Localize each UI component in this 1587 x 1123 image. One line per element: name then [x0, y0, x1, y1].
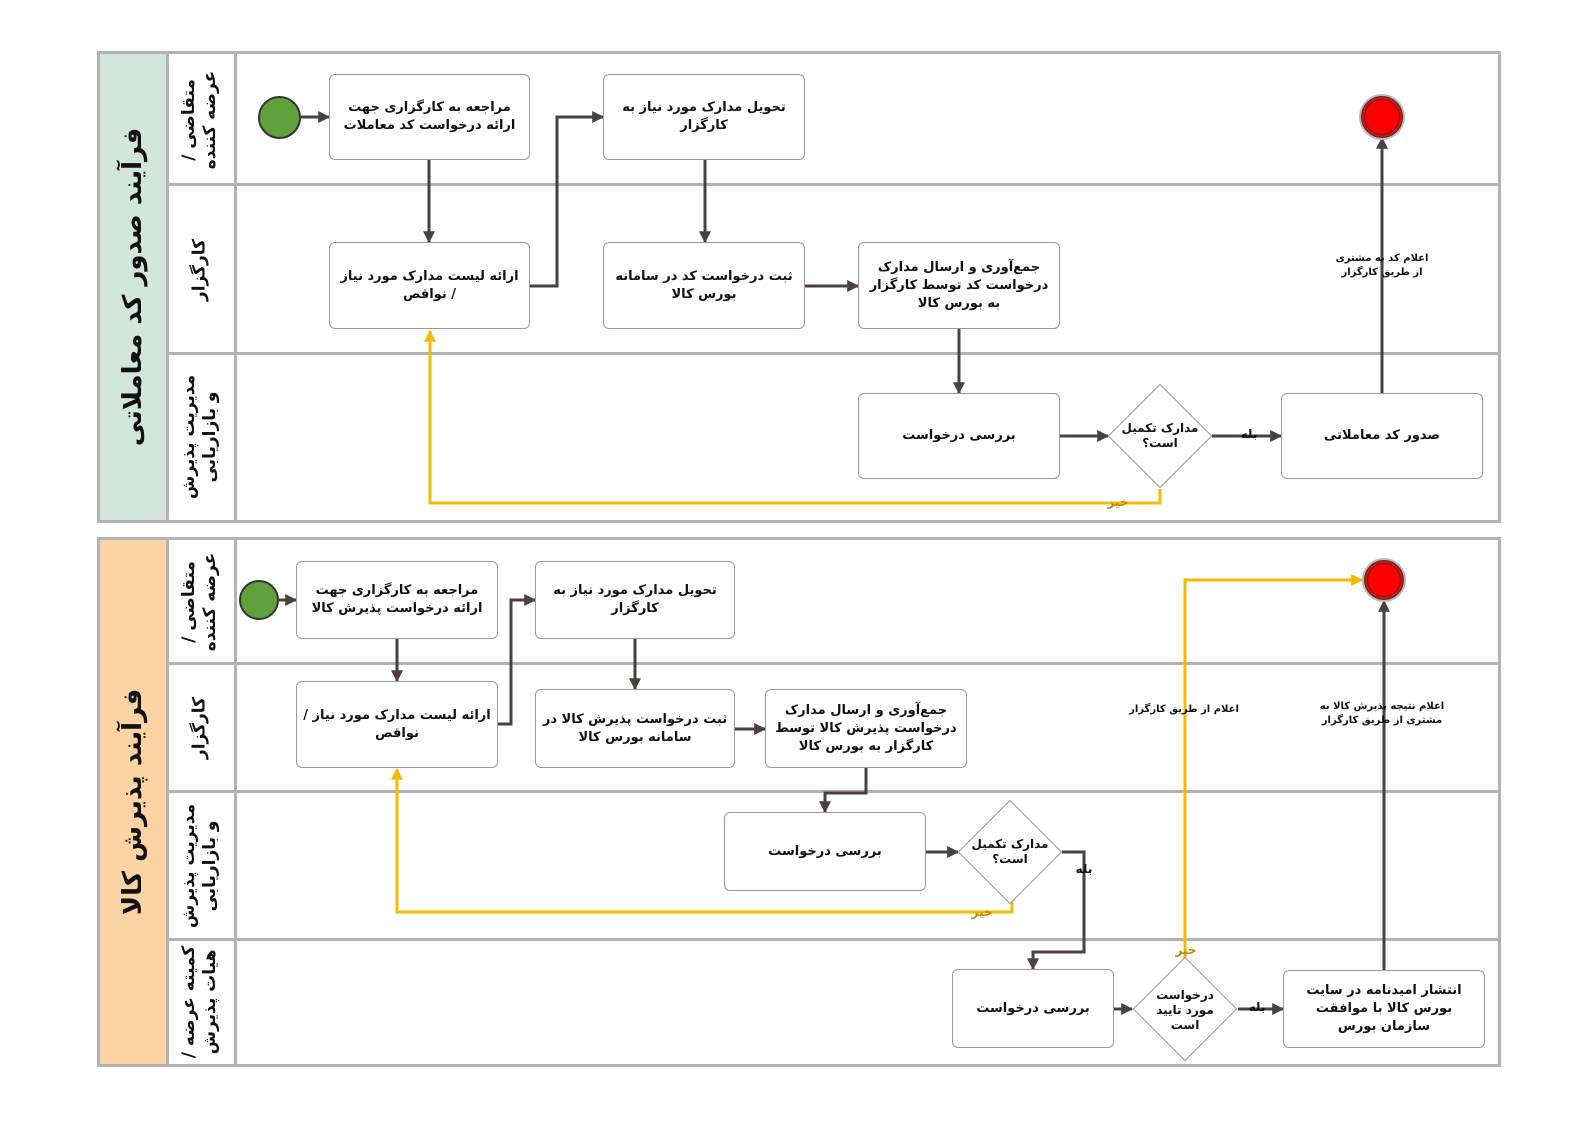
flow-t2-to-t3: [497, 594, 537, 726]
task-document-list[interactable]: ارائه لیست مدارک مورد نیاز / نواقص: [329, 242, 530, 329]
lane-divider: [166, 662, 1498, 665]
gateway-label: درخواست مورد تایید است: [1156, 987, 1214, 1032]
label-no: خیر: [1175, 943, 1197, 957]
start-event[interactable]: [258, 96, 301, 139]
task-document-list[interactable]: ارائه لیست مدارک مورد نیاز / نواقص: [296, 681, 498, 768]
task-review-request[interactable]: بررسی درخواست: [858, 393, 1060, 479]
lane-label-broker: کارگزار: [166, 664, 237, 792]
flow-t2-to-t3: [530, 111, 605, 288]
label-yes: بله: [1240, 427, 1258, 441]
task-committee-review[interactable]: بررسی درخواست: [952, 969, 1114, 1048]
lane-label-applicant: متقاضی / عرضه کننده: [166, 540, 237, 664]
lane-label-applicant: متقاضی / عرضه کننده: [166, 54, 237, 185]
lane-divider: [166, 938, 1498, 941]
flow-t5-to-t6: [819, 768, 868, 814]
end-event[interactable]: [1361, 96, 1403, 138]
lane-label-listing-management: مدیریت پذیرش و بازاریابی: [166, 354, 237, 520]
flow-gateway1-yes-to-t7: [1027, 850, 1086, 971]
label-no: خیر: [971, 905, 993, 919]
lane-label-listing-management: مدیریت پذیرش و بازاریابی: [166, 792, 237, 940]
lane-broker: کارگزار: [166, 185, 1498, 355]
task-register-request[interactable]: ثبت درخواست کد در سامانه بورس کالا: [603, 242, 805, 329]
pool-title-commodity-listing: فرآیند پذیرش کالا: [100, 540, 169, 1064]
label-notify-accept: اعلام نتیجه پذیرش کالا به مشتری از طریق …: [1319, 701, 1445, 726]
label-yes: بله: [1075, 862, 1093, 876]
flow-gateway-no-to-t2: [424, 329, 1162, 505]
flow-gateway2-no-to-end: [1183, 574, 1364, 960]
lane-divider: [166, 183, 1498, 186]
gateway-label: مدارک تکمیل است؟: [971, 837, 1049, 866]
task-visit-broker[interactable]: مراجعه به کارگزاری جهت ارائه درخواست پذی…: [296, 561, 498, 639]
lane-committee: کمیته عرضه / هیات پذیرش: [166, 940, 1498, 1064]
task-deliver-documents[interactable]: تحویل مدارک مورد نیاز به کارگزار: [603, 74, 805, 160]
task-publish-prospectus[interactable]: انتشار امیدنامه در سایت بورس کالا با موا…: [1283, 970, 1485, 1048]
flow-gateway1-no-to-t2: [391, 767, 1014, 914]
lane-label-committee: کمیته عرضه / هیات پذیرش: [166, 940, 237, 1064]
label-notify-reject: اعلام از طریق کارگزار: [1129, 704, 1239, 715]
task-deliver-documents[interactable]: تحویل مدارک مورد نیاز به کارگزار: [535, 561, 735, 639]
start-event[interactable]: [239, 580, 279, 620]
lane-listing-management: مدیریت پذیرش و بازاریابی: [166, 354, 1498, 520]
task-collect-send[interactable]: جمع‌آوری و ارسال مدارک درخواست پذیرش کال…: [765, 689, 967, 768]
pool-commodity-listing: فرآیند پذیرش کالا متقاضی / عرضه کننده کا…: [97, 537, 1501, 1067]
pool-title-trading-code: فرآیند صدور کد معاملاتی: [100, 54, 169, 520]
end-event[interactable]: [1364, 560, 1404, 600]
label-no: خیر: [1107, 495, 1129, 509]
task-issue-code[interactable]: صدور کد معاملاتی: [1281, 393, 1483, 479]
label-notify-code: اعلام کد به مشتری از طریق کارگزار: [1335, 253, 1429, 278]
lane-listing-management: مدیریت پذیرش و بازاریابی: [166, 792, 1498, 941]
lane-divider: [166, 352, 1498, 355]
gateway-label: مدارک تکمیل است؟: [1121, 421, 1199, 450]
task-collect-send[interactable]: جمع‌آوری و ارسال مدارک درخواست کد توسط ک…: [858, 242, 1060, 329]
task-visit-broker[interactable]: مراجعه به کارگزاری جهت ارائه درخواست کد …: [329, 74, 530, 160]
lane-applicant: متقاضی / عرضه کننده: [166, 540, 1498, 665]
task-review-request[interactable]: بررسی درخواست: [724, 812, 926, 891]
lane-applicant: متقاضی / عرضه کننده: [166, 54, 1498, 186]
task-register-request[interactable]: ثبت درخواست پذیرش کالا در سامانه بورس کا…: [535, 689, 735, 768]
lane-label-broker: کارگزار: [166, 185, 237, 354]
label-yes: بله: [1248, 1000, 1266, 1014]
